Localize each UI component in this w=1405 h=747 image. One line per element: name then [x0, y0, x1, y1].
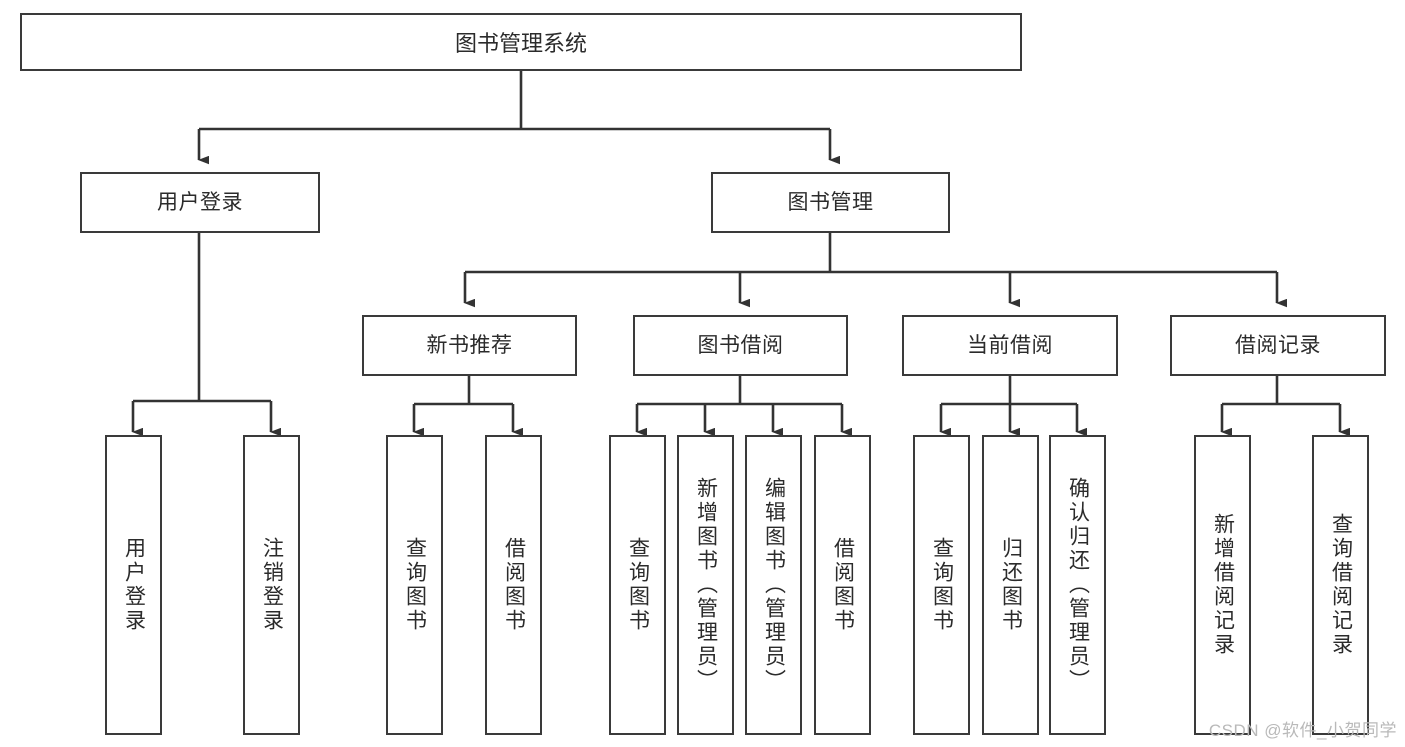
node-label: 用户登录 [157, 190, 243, 214]
node-root-system[interactable]: 图书管理系统 [20, 13, 1022, 71]
node-book-borrow[interactable]: 图书借阅 [633, 315, 848, 376]
node-current-borrow[interactable]: 当前借阅 [902, 315, 1118, 376]
leaf-current-return-book[interactable]: 归还图书 [982, 435, 1039, 735]
node-label: 注销登录 [260, 537, 284, 633]
node-label: 查询图书 [403, 537, 427, 633]
node-user-login[interactable]: 用户登录 [80, 172, 320, 233]
node-label: 借阅图书 [502, 537, 526, 633]
leaf-borrow-query-book[interactable]: 查询图书 [609, 435, 666, 735]
watermark-text: CSDN @软件_小贺同学 [1208, 721, 1397, 740]
leaf-user-logout[interactable]: 注销登录 [243, 435, 300, 735]
leaf-recommend-query-book[interactable]: 查询图书 [386, 435, 443, 735]
node-label: 当前借阅 [967, 333, 1053, 357]
node-label: 查询图书 [626, 537, 650, 633]
node-label: 图书管理 [787, 190, 874, 214]
node-label: 查询图书 [930, 537, 954, 633]
node-label: 图书管理系统 [454, 31, 587, 56]
node-label: 用户登录 [122, 537, 146, 633]
leaf-record-add-record[interactable]: 新增借阅记录 [1194, 435, 1251, 735]
node-label: 图书借阅 [697, 333, 784, 357]
leaf-recommend-borrow-book[interactable]: 借阅图书 [485, 435, 542, 735]
node-book-management[interactable]: 图书管理 [711, 172, 950, 233]
node-borrow-record[interactable]: 借阅记录 [1170, 315, 1386, 376]
node-label: 查询借阅记录 [1329, 513, 1353, 657]
leaf-record-query-record[interactable]: 查询借阅记录 [1312, 435, 1369, 735]
node-label: 归还图书 [999, 537, 1023, 633]
leaf-borrow-add-book-admin[interactable]: 新增图书（管理员） [677, 435, 734, 735]
node-label: 新增图书（管理员） [694, 477, 718, 693]
node-label: 借阅图书 [831, 537, 855, 633]
leaf-current-confirm-return-admin[interactable]: 确认归还（管理员） [1049, 435, 1106, 735]
node-label: 确认归还（管理员） [1066, 477, 1090, 693]
node-label: 新增借阅记录 [1211, 513, 1235, 657]
node-new-book-recommend[interactable]: 新书推荐 [362, 315, 577, 376]
leaf-current-query-book[interactable]: 查询图书 [913, 435, 970, 735]
node-label: 新书推荐 [426, 333, 513, 357]
node-label: 编辑图书（管理员） [762, 477, 786, 693]
leaf-borrow-borrow-book[interactable]: 借阅图书 [814, 435, 871, 735]
leaf-borrow-edit-book-admin[interactable]: 编辑图书（管理员） [745, 435, 802, 735]
node-label: 借阅记录 [1235, 333, 1321, 357]
leaf-user-login[interactable]: 用户登录 [105, 435, 162, 735]
